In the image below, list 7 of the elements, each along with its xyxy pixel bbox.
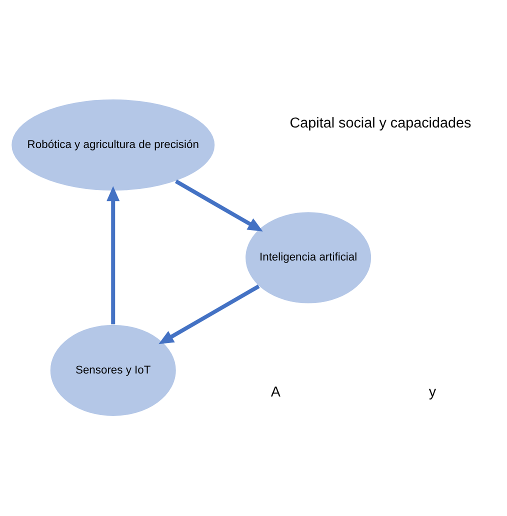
label: A: [270, 384, 281, 400]
arrow: [106, 186, 120, 324]
label: Capital social y capacidades: [290, 115, 472, 132]
arrow: [174, 179, 263, 231]
node-ellipse: Robótica y agricultura de precisión: [10, 98, 216, 191]
arrow: [158, 284, 260, 344]
label: y: [428, 384, 436, 400]
